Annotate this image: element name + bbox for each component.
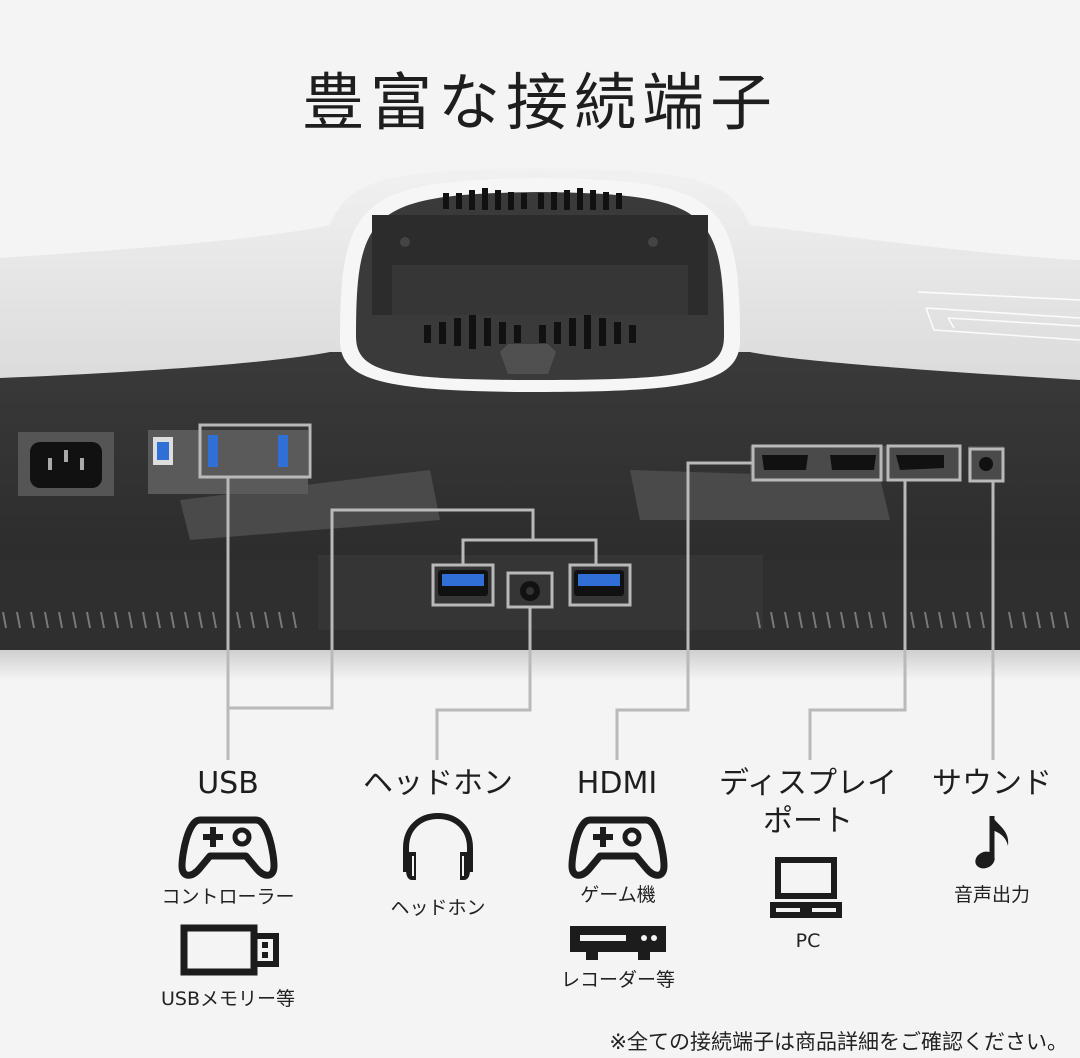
device-label-game-console: ゲーム機 bbox=[580, 884, 656, 906]
laptop-icon bbox=[770, 857, 842, 918]
port-label-displayport-line1: ディスプレイ bbox=[719, 766, 897, 801]
device-label-pc: PC bbox=[795, 930, 821, 952]
footnote: ※全ての接続端子は商品詳細をご確認ください。 bbox=[609, 1030, 1068, 1054]
device-label-usb-memory: USBメモリー等 bbox=[160, 988, 296, 1010]
alienware-logo-lines bbox=[917, 291, 1080, 341]
gamepad-icon bbox=[568, 816, 668, 879]
port-label-sound: サウンド bbox=[932, 766, 1052, 801]
port-label-headphone: ヘッドホン bbox=[363, 766, 513, 801]
port-label-displayport-line2: ポート bbox=[763, 804, 853, 839]
headphones-icon bbox=[403, 812, 473, 880]
callout-lines bbox=[198, 423, 1005, 760]
device-label-recorder: レコーダー等 bbox=[560, 969, 676, 991]
device-label-audio-output: 音声出力 bbox=[953, 884, 1031, 906]
music-note-icon bbox=[975, 816, 1009, 869]
device-label-headphone: ヘッドホン bbox=[390, 897, 486, 919]
page-title: 豊富な接続端子 bbox=[301, 66, 778, 139]
recorder-icon bbox=[570, 926, 666, 960]
usb-stick-icon bbox=[180, 924, 279, 976]
power-inlet bbox=[18, 432, 114, 496]
monitor-rear-illustration bbox=[0, 168, 1080, 760]
gamepad-icon bbox=[178, 816, 278, 879]
port-label-usb: USB bbox=[197, 766, 259, 801]
device-label-controller: コントローラー bbox=[161, 886, 295, 908]
vent-row bbox=[2, 611, 1069, 629]
port-label-hdmi: HDMI bbox=[576, 766, 658, 801]
